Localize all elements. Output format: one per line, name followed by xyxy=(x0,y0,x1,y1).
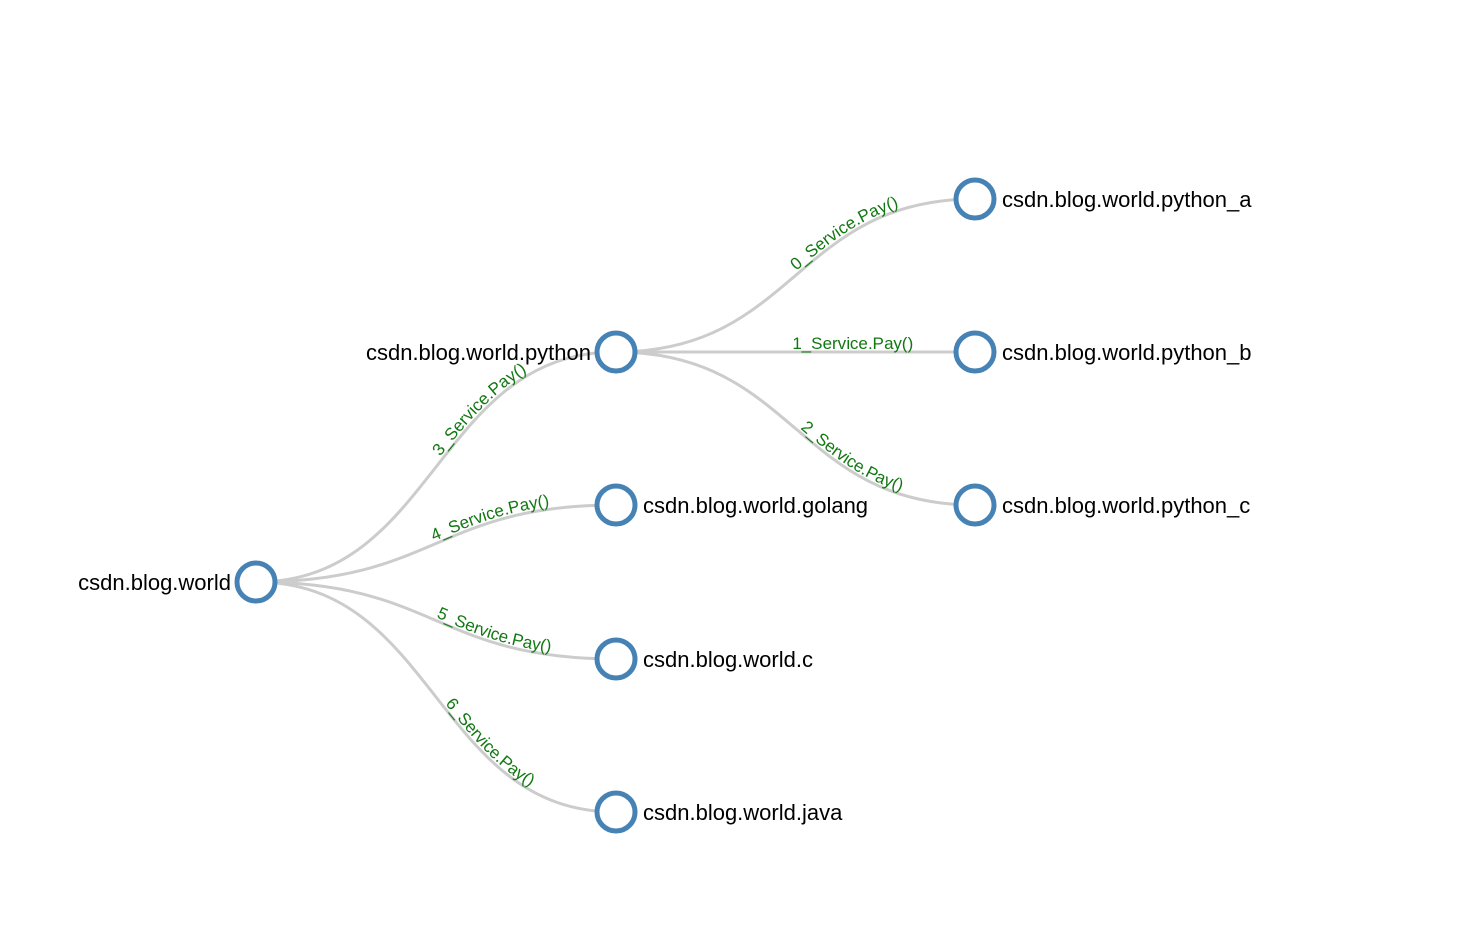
node-circle[interactable] xyxy=(953,177,997,221)
node-label: csdn.blog.world.java xyxy=(643,800,843,825)
node-circle[interactable] xyxy=(953,330,997,374)
node-python-c[interactable]: csdn.blog.world.python_c xyxy=(953,483,1250,527)
link-label: 1_Service.Pay() xyxy=(792,334,913,353)
node-label: csdn.blog.world.python_a xyxy=(1002,187,1252,212)
link-label-text: 0_Service.Pay() xyxy=(787,193,901,274)
link-label: 4_Service.Pay() xyxy=(428,491,550,545)
node-circle[interactable] xyxy=(234,560,278,604)
node-circle[interactable] xyxy=(594,330,638,374)
node-root[interactable]: csdn.blog.world xyxy=(78,560,278,604)
node-c[interactable]: csdn.blog.world.c xyxy=(594,637,813,681)
node-circle[interactable] xyxy=(953,483,997,527)
link-label-text: 5_Service.Pay() xyxy=(435,603,553,655)
link-label-text: 6_Service.Pay() xyxy=(442,694,538,790)
link-label: 6_Service.Pay() xyxy=(442,694,538,790)
link-labels-layer: 0_Service.Pay() 1_Service.Pay() 2_Service.… xyxy=(428,193,913,791)
nodes-layer: csdn.blog.world csdn.blog.world.python csd… xyxy=(78,177,1252,834)
link-python-to-python-c xyxy=(615,350,976,507)
node-label: csdn.blog.world.python_b xyxy=(1002,340,1252,365)
link-python-to-python-a xyxy=(615,197,976,354)
links-layer xyxy=(255,197,976,814)
node-golang[interactable]: csdn.blog.world.golang xyxy=(594,483,868,527)
node-python-b[interactable]: csdn.blog.world.python_b xyxy=(953,330,1252,374)
node-label: csdn.blog.world.python_c xyxy=(1002,493,1250,518)
node-java[interactable]: csdn.blog.world.java xyxy=(594,790,843,834)
node-python-a[interactable]: csdn.blog.world.python_a xyxy=(953,177,1252,221)
link-root-to-java xyxy=(255,580,617,814)
node-label: csdn.blog.world xyxy=(78,570,231,595)
link-root-to-python xyxy=(255,350,617,584)
link-label: 0_Service.Pay() xyxy=(787,193,901,274)
link-label-text: 3_Service.Pay() xyxy=(429,359,530,459)
link-label: 2_Service.Pay() xyxy=(798,417,906,495)
link-root-to-c xyxy=(255,580,617,661)
node-circle[interactable] xyxy=(594,637,638,681)
node-label: csdn.blog.world.python xyxy=(366,340,591,365)
link-label: 3_Service.Pay() xyxy=(429,359,530,459)
link-label-text: 2_Service.Pay() xyxy=(798,417,906,495)
node-label: csdn.blog.world.c xyxy=(643,647,813,672)
node-circle[interactable] xyxy=(594,483,638,527)
link-root-to-golang xyxy=(255,503,617,584)
link-label: 5_Service.Pay() xyxy=(435,603,553,655)
link-label-text: 1_Service.Pay() xyxy=(792,334,913,353)
node-python[interactable]: csdn.blog.world.python xyxy=(366,330,638,374)
node-circle[interactable] xyxy=(594,790,638,834)
node-label: csdn.blog.world.golang xyxy=(643,493,868,518)
link-label-text: 4_Service.Pay() xyxy=(428,491,550,545)
